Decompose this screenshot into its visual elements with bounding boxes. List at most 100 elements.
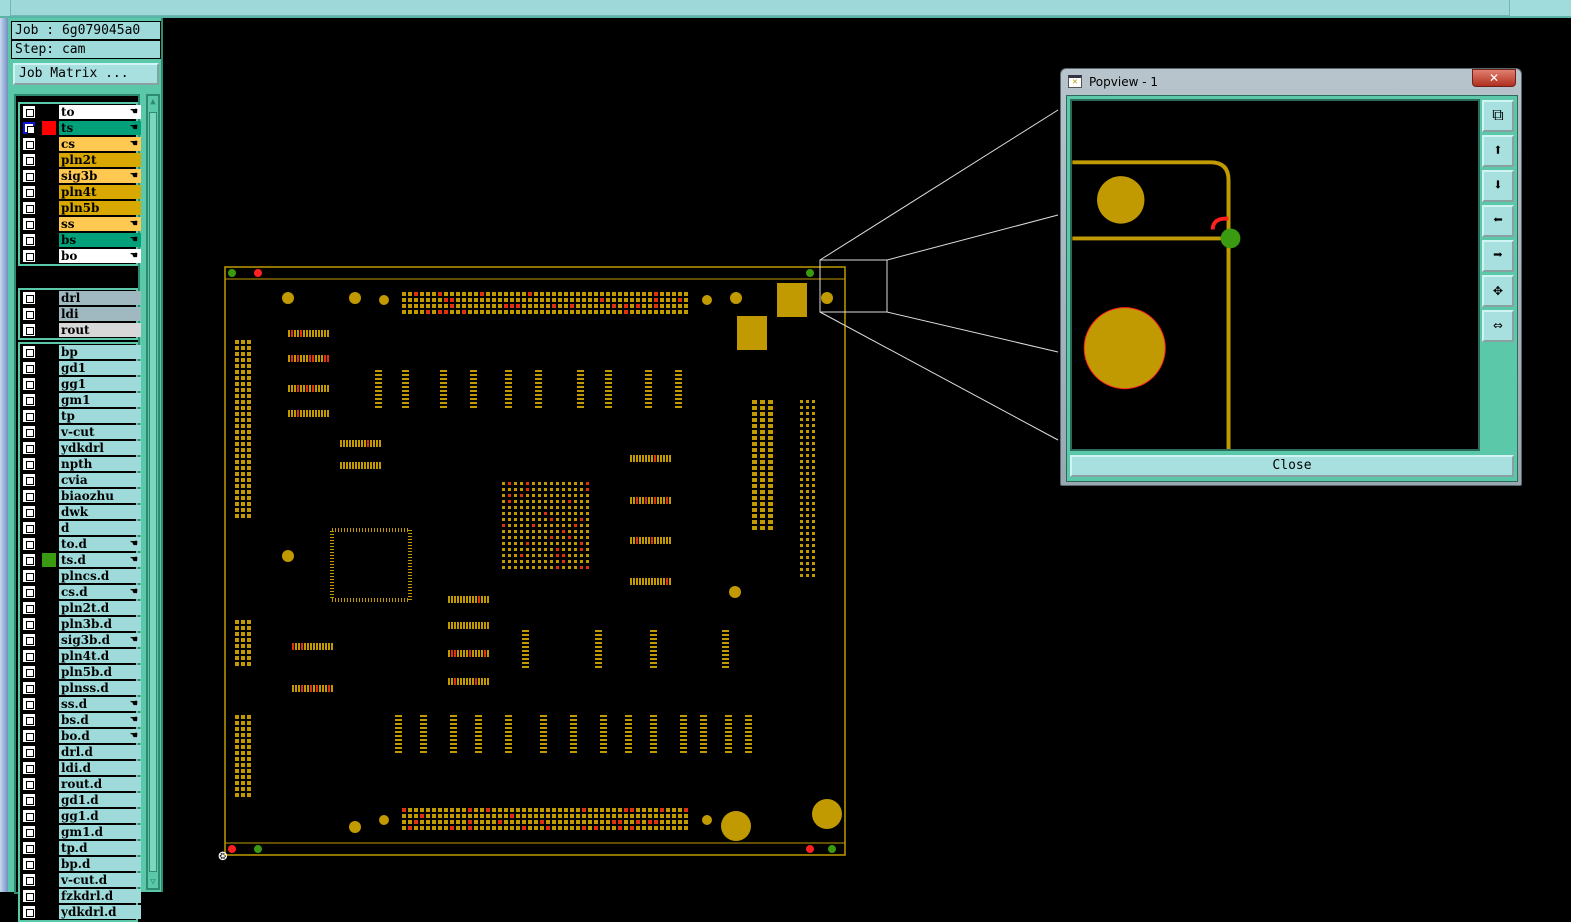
layer-name[interactable]: cs☚ (59, 137, 141, 151)
layer-name[interactable]: pln4t (59, 185, 141, 199)
layer-row[interactable]: pln5b.d (20, 664, 141, 680)
pan-up-icon[interactable]: ⬆ (1482, 135, 1514, 167)
layer-name[interactable]: sig3b.d☚ (59, 633, 141, 647)
layer-checkbox[interactable] (23, 394, 35, 406)
layer-row[interactable]: biaozhu (20, 488, 141, 504)
layer-name[interactable]: ldi.d (59, 761, 141, 775)
layer-row[interactable]: bp (20, 344, 141, 360)
layer-name[interactable]: ts.d☚ (59, 553, 141, 567)
layer-checkbox[interactable] (23, 906, 35, 918)
layer-row[interactable]: plnss.d (20, 680, 141, 696)
pan-down-icon[interactable]: ⬇ (1482, 170, 1514, 202)
layer-checkbox[interactable] (23, 122, 35, 134)
layer-checkbox[interactable] (23, 378, 35, 390)
scroll-up-icon[interactable]: ▲ (150, 97, 156, 107)
layer-name[interactable]: bs.d☚ (59, 713, 141, 727)
layer-name[interactable]: to☚ (59, 105, 141, 119)
job-matrix-button[interactable]: Job Matrix ... (13, 63, 159, 85)
layer-row[interactable]: pln4t.d (20, 648, 141, 664)
layer-checkbox[interactable] (23, 506, 35, 518)
layer-row[interactable]: drl.d (20, 744, 141, 760)
layer-name[interactable]: drl.d (59, 745, 141, 759)
layer-name[interactable]: ss.d☚ (59, 697, 141, 711)
layer-name[interactable]: tp (59, 409, 141, 423)
layer-row[interactable]: v-cut.d (20, 872, 141, 888)
layer-row[interactable]: dwk (20, 504, 141, 520)
layer-name[interactable]: pln2t (59, 153, 141, 167)
layer-row[interactable]: cvia (20, 472, 141, 488)
layer-row[interactable]: bo☚ (20, 248, 141, 264)
layer-name[interactable]: rout.d (59, 777, 141, 791)
layer-row[interactable]: sig3b☚ (20, 168, 141, 184)
layer-name[interactable]: ldi (59, 307, 141, 321)
zoom-out-icon[interactable]: ⇔ (1482, 310, 1514, 342)
layer-name[interactable]: dwk (59, 505, 141, 519)
layer-row[interactable]: ldi.d (20, 760, 141, 776)
layer-row[interactable]: gd1 (20, 360, 141, 376)
pan-left-icon[interactable]: ⬅ (1482, 205, 1514, 237)
graphics-canvas[interactable]: ⊛ (163, 18, 1571, 892)
layer-checkbox[interactable] (23, 442, 35, 454)
layer-row[interactable]: bp.d (20, 856, 141, 872)
pan-right-icon[interactable]: ➡ (1482, 240, 1514, 272)
layer-name[interactable]: plnss.d (59, 681, 141, 695)
layer-row[interactable]: gg1 (20, 376, 141, 392)
layer-checkbox[interactable] (23, 154, 35, 166)
layer-row[interactable]: gm1.d (20, 824, 141, 840)
layer-row[interactable]: cs.d☚ (20, 584, 141, 600)
layer-name[interactable]: pln4t.d (59, 649, 141, 663)
layer-name[interactable]: gm1 (59, 393, 141, 407)
layer-row[interactable]: drl (20, 290, 141, 306)
layer-name[interactable]: plncs.d (59, 569, 141, 583)
layer-list-scrollbar[interactable]: ▲ ▽ (146, 94, 160, 890)
layer-name[interactable]: pln3b.d (59, 617, 141, 631)
layer-checkbox[interactable] (23, 826, 35, 838)
layer-checkbox[interactable] (23, 202, 35, 214)
layer-row[interactable]: rout (20, 322, 141, 338)
layer-row[interactable]: npth (20, 456, 141, 472)
layer-name[interactable]: bp.d (59, 857, 141, 871)
layer-row[interactable]: ss.d☚ (20, 696, 141, 712)
layer-checkbox[interactable] (23, 874, 35, 886)
layer-name[interactable]: drl (59, 291, 141, 305)
layer-checkbox[interactable] (23, 410, 35, 422)
layer-checkbox[interactable] (23, 666, 35, 678)
layer-name[interactable]: tp.d (59, 841, 141, 855)
layer-row[interactable]: rout.d (20, 776, 141, 792)
layer-row[interactable]: to☚ (20, 104, 141, 120)
layer-checkbox[interactable] (23, 842, 35, 854)
layer-checkbox[interactable] (23, 324, 35, 336)
layer-name[interactable]: ydkdrl (59, 441, 141, 455)
layer-checkbox[interactable] (23, 570, 35, 582)
layer-row[interactable]: pln2t.d (20, 600, 141, 616)
layer-row[interactable]: ldi (20, 306, 141, 322)
layer-checkbox[interactable] (23, 682, 35, 694)
layer-row[interactable]: ydkdrl (20, 440, 141, 456)
layer-name[interactable]: ts☚ (59, 121, 141, 135)
layer-checkbox[interactable] (23, 250, 35, 262)
layer-checkbox[interactable] (23, 762, 35, 774)
layer-checkbox[interactable] (23, 522, 35, 534)
layer-name[interactable]: sig3b☚ (59, 169, 141, 183)
layer-checkbox[interactable] (23, 602, 35, 614)
layer-name[interactable]: v-cut.d (59, 873, 141, 887)
layer-checkbox[interactable] (23, 292, 35, 304)
layer-checkbox[interactable] (23, 138, 35, 150)
layer-checkbox[interactable] (23, 746, 35, 758)
layer-row[interactable]: gm1 (20, 392, 141, 408)
layer-name[interactable]: bo☚ (59, 249, 141, 263)
popview-close-button[interactable]: Close (1070, 455, 1514, 477)
layer-checkbox[interactable] (23, 618, 35, 630)
layer-checkbox[interactable] (23, 538, 35, 550)
layer-name[interactable]: bo.d☚ (59, 729, 141, 743)
layer-row[interactable]: tp.d (20, 840, 141, 856)
layer-checkbox[interactable] (23, 474, 35, 486)
layer-row[interactable]: ss☚ (20, 216, 141, 232)
layer-checkbox[interactable] (23, 346, 35, 358)
popview-canvas[interactable] (1070, 99, 1480, 451)
layer-row[interactable]: d (20, 520, 141, 536)
layer-checkbox[interactable] (23, 586, 35, 598)
layer-name[interactable]: rout (59, 323, 141, 337)
layer-row[interactable]: pln4t (20, 184, 141, 200)
layer-checkbox[interactable] (23, 714, 35, 726)
